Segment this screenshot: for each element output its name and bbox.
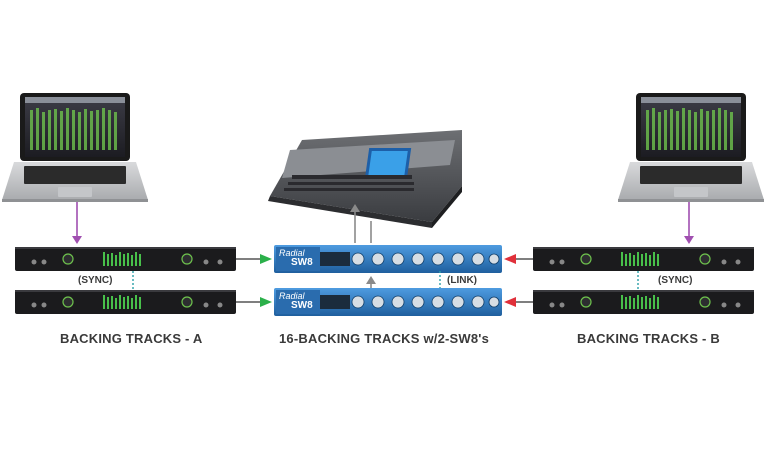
link-label: (LINK) — [447, 275, 477, 286]
laptop-link-right — [684, 202, 694, 244]
caption-center: 16-BACKING TRACKS w/2-SW8's — [279, 331, 490, 346]
sync-label-left: (SYNC) — [78, 275, 113, 286]
switcher-top-brand: Radial — [279, 248, 305, 258]
interface-b2 — [533, 290, 754, 314]
mixing-console — [268, 130, 462, 228]
interface-a2 — [15, 290, 236, 314]
arrow-a1-to-switcher — [236, 254, 272, 264]
arrow-a2-to-switcher — [236, 297, 272, 307]
switcher-bottom-model: SW8 — [291, 300, 313, 311]
laptop-left — [2, 93, 148, 202]
switcher-top-model: SW8 — [291, 257, 313, 268]
switcher-bottom-badge: Radial SW8 — [279, 291, 319, 313]
caption-left: BACKING TRACKS - A — [60, 331, 203, 346]
interface-b1 — [533, 247, 754, 271]
laptop-link-left — [72, 202, 82, 244]
sync-label-right: (SYNC) — [658, 275, 693, 286]
switcher-bottom — [274, 288, 502, 316]
arrow-b1-to-switcher — [504, 254, 533, 264]
switcher-top — [274, 245, 502, 273]
switcher-bottom-brand: Radial — [279, 291, 305, 301]
laptop-right — [618, 93, 764, 202]
interface-a1 — [15, 247, 236, 271]
caption-right: BACKING TRACKS - B — [577, 331, 720, 346]
switcher-top-badge: Radial SW8 — [279, 248, 319, 270]
arrow-b2-to-switcher — [504, 297, 533, 307]
